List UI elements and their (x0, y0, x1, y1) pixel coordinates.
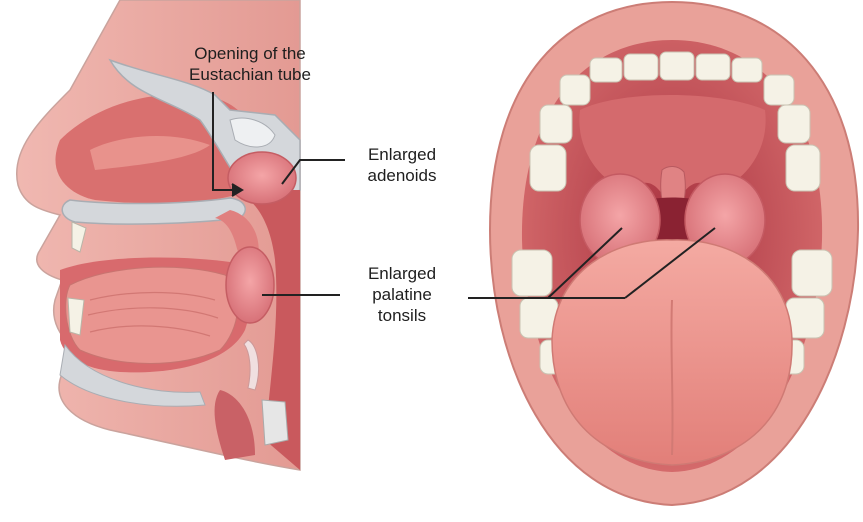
tongue-sagittal (66, 267, 238, 363)
eustachian-tube-label: Opening of the Eustachian tube (165, 43, 335, 85)
adenoids-label-line2: adenoids (352, 165, 452, 186)
eustachian-label-line2: Eustachian tube (165, 64, 335, 85)
tonsils-label-line1: Enlarged (352, 263, 452, 284)
adenoids-label-line1: Enlarged (352, 144, 452, 165)
open-mouth-view (490, 2, 858, 505)
eustachian-label-line1: Opening of the (165, 43, 335, 64)
palatine-tonsil-sagittal (226, 247, 274, 323)
trachea-cartilage (262, 400, 288, 445)
enlarged-adenoids-label: Enlarged adenoids (352, 144, 452, 186)
tonsils-label-line3: tonsils (352, 305, 452, 326)
tonsils-label-line2: palatine (352, 284, 452, 305)
enlarged-palatine-tonsils-label: Enlarged palatine tonsils (352, 263, 452, 326)
tongue-median-groove (671, 300, 672, 455)
